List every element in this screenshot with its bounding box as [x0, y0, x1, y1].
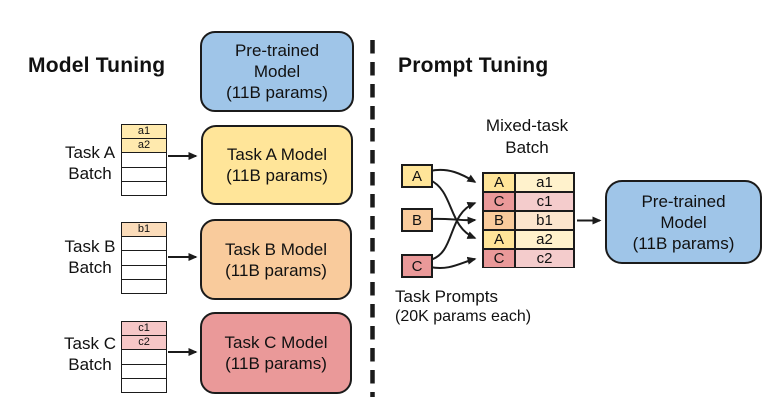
task-example-cell: a1	[516, 174, 573, 191]
task-b-model-text-line2: (11B params)	[225, 260, 327, 280]
batch-row	[122, 180, 166, 196]
pretrained-model-text-line2: Model	[253, 62, 301, 81]
batch-row	[122, 236, 166, 251]
batch-row: a1	[122, 125, 166, 139]
arrow-prompt-c-to-row2	[429, 202, 477, 261]
model-tuning-title: Model Tuning	[28, 54, 166, 77]
prompt-box-b: B	[401, 208, 433, 232]
task-letter-cell: A	[484, 174, 516, 191]
batch-row	[122, 264, 166, 279]
task-letter-cell: C	[484, 250, 516, 267]
arrow-prompt-c-to-row5	[429, 256, 477, 269]
task-prompts-label: Task Prompts (20K params each)	[395, 286, 531, 327]
arrow-prompt-a-to-row4	[429, 179, 477, 239]
task-c-batch-label: Task C Batch	[40, 333, 140, 375]
batch-row	[122, 152, 166, 167]
task-c-model-text-line2: (11B params)	[225, 354, 327, 373]
task-example-cell: c2	[516, 250, 573, 267]
task-b-batch-table: b1	[121, 222, 167, 294]
prompt-box-c: C	[401, 254, 433, 278]
task-b-model-box: Task B Model (11B params)	[200, 219, 352, 300]
pretrained-model-right-text-line1: Pre-trained	[641, 191, 726, 211]
task-letter-cell: C	[484, 193, 516, 210]
batch-row: b1	[122, 223, 166, 237]
pretrained-model-box-left: Pre-trained Model (11B params)	[200, 31, 354, 112]
task-c-batch-label-line1: Task C	[64, 334, 116, 353]
mixed-task-batch-caption: Mixed-task Batch	[462, 115, 592, 159]
batch-row	[122, 363, 166, 378]
batch-row: c1	[122, 322, 166, 336]
batch-row	[122, 377, 166, 393]
task-b-model-text-line1: Task B Model	[224, 239, 328, 259]
batch-row: c2	[122, 335, 166, 350]
task-b-batch-label-line1: Task B	[64, 237, 116, 256]
mixed-task-batch-caption-line2: Batch	[505, 138, 549, 157]
prompt-box-a: A	[401, 164, 433, 188]
pretrained-model-right-text-line2: Model	[660, 212, 707, 232]
task-letter-cell: B	[484, 212, 516, 229]
task-c-model-text-line1: Task C Model	[224, 333, 328, 352]
mixed-task-batch-table: A a1 C c1 B b1 A a2 C c2	[482, 172, 575, 268]
mixed-batch-row: C c2	[484, 248, 573, 267]
task-a-batch-label-line1: Task A	[64, 143, 116, 162]
task-a-batch-label-line2: Batch	[68, 164, 112, 183]
mixed-batch-row: C c1	[484, 191, 573, 210]
mixed-task-batch-caption-line1: Mixed-task	[485, 116, 569, 135]
task-a-model-text-line2: (11B params)	[226, 166, 328, 185]
prompt-tuning-title: Prompt Tuning	[398, 54, 549, 77]
batch-row	[122, 250, 166, 265]
arrow-prompt-a-to-row1	[429, 168, 477, 183]
task-example-cell: b1	[516, 212, 573, 229]
pretrained-model-text-line1: Pre-trained	[234, 41, 320, 60]
pretrained-model-right-text-line3: (11B params)	[632, 233, 735, 253]
batch-row	[122, 349, 166, 364]
task-example-cell: c1	[516, 193, 573, 210]
task-prompts-label-line2: (20K params each)	[395, 308, 532, 325]
task-a-batch-label: Task A Batch	[40, 142, 140, 184]
task-a-model-box: Task A Model (11B params)	[201, 125, 353, 205]
task-a-model-text-line1: Task A Model	[226, 145, 328, 164]
task-a-batch-table: a1 a2	[121, 124, 167, 196]
task-b-batch-label-line2: Batch	[68, 258, 112, 277]
task-c-batch-table: c1 c2	[121, 321, 167, 393]
batch-row	[122, 166, 166, 181]
batch-row	[122, 278, 166, 294]
task-c-model-box: Task C Model (11B params)	[200, 312, 352, 394]
task-prompts-label-line1: Task Prompts	[395, 287, 498, 306]
mixed-batch-row: A a2	[484, 229, 573, 248]
task-c-batch-label-line2: Batch	[68, 355, 112, 374]
batch-row: a2	[122, 138, 166, 153]
task-letter-cell: A	[484, 231, 516, 248]
pretrained-model-text-line3: (11B params)	[226, 83, 328, 102]
mixed-batch-row: B b1	[484, 210, 573, 229]
task-b-batch-label: Task B Batch	[40, 236, 140, 278]
task-example-cell: a2	[516, 231, 573, 248]
pretrained-model-box-right: Pre-trained Model (11B params)	[605, 180, 762, 264]
arrow-prompt-b-to-row3	[429, 216, 477, 225]
mixed-batch-row: A a1	[484, 174, 573, 191]
